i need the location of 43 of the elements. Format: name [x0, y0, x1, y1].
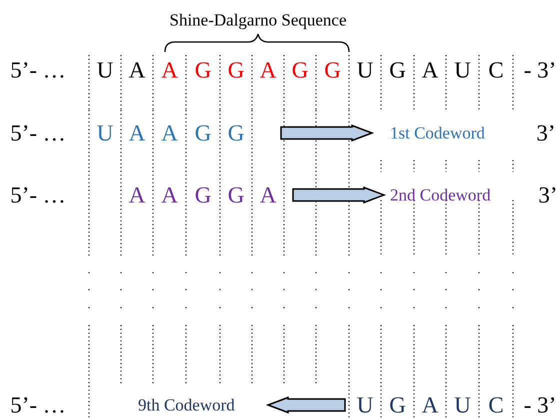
- nucleotide-letter: G: [194, 58, 212, 82]
- strand-end-label: 5’- …: [10, 58, 66, 82]
- nucleotide-letter: A: [161, 122, 178, 144]
- strand-end-label: 3’: [536, 122, 556, 144]
- nucleotide-letter: U: [454, 58, 471, 82]
- nucleotide-letter: G: [228, 58, 244, 82]
- nucleotide-letter: U: [356, 394, 374, 416]
- nucleotide-letter: U: [96, 122, 114, 144]
- nucleotide-letter: G: [389, 394, 406, 416]
- nucleotide-letter: A: [161, 184, 178, 206]
- nucleotide-letter: A: [422, 394, 438, 416]
- nucleotide-letter: G: [292, 58, 308, 82]
- nucleotide-letter: G: [194, 122, 212, 144]
- nucleotide-letter: A: [161, 58, 178, 82]
- nucleotide-letter: U: [454, 394, 471, 416]
- strand-end-label: 3’: [538, 184, 558, 206]
- strand-end-label: - 3’: [524, 394, 556, 416]
- nucleotide-letter: A: [128, 58, 146, 82]
- nucleotide-letter: G: [228, 184, 244, 206]
- block-arrow: [266, 396, 346, 414]
- block-arrow: [280, 124, 374, 142]
- nucleotide-letter: G: [324, 58, 341, 82]
- block-arrow: [292, 186, 386, 204]
- codeword-label: 9th Codeword: [138, 396, 235, 414]
- nucleotide-letter: A: [260, 184, 276, 206]
- nucleotide-letter: A: [128, 184, 146, 206]
- codeword-label: 1st Codeword: [390, 124, 485, 142]
- codeword-label: 2nd Codeword: [390, 186, 491, 204]
- nucleotide-letter: C: [488, 394, 504, 416]
- strand-end-label: 5’- …: [10, 122, 66, 144]
- nucleotide-letter: G: [194, 184, 212, 206]
- sequence-title: Shine-Dalgarno Sequence: [169, 12, 347, 28]
- nucleotide-letter: U: [96, 58, 114, 82]
- strand-end-label: 5’- …: [10, 184, 66, 206]
- strand-end-label: - 3’: [524, 58, 556, 82]
- nucleotide-letter: G: [228, 122, 244, 144]
- nucleotide-letter: A: [260, 58, 276, 82]
- nucleotide-letter: C: [488, 58, 504, 82]
- nucleotide-letter: A: [128, 122, 146, 144]
- nucleotide-letter: G: [389, 58, 406, 82]
- nucleotide-letter: U: [356, 58, 374, 82]
- nucleotide-letter: A: [422, 58, 438, 82]
- strand-end-label: 5’- …: [10, 394, 66, 416]
